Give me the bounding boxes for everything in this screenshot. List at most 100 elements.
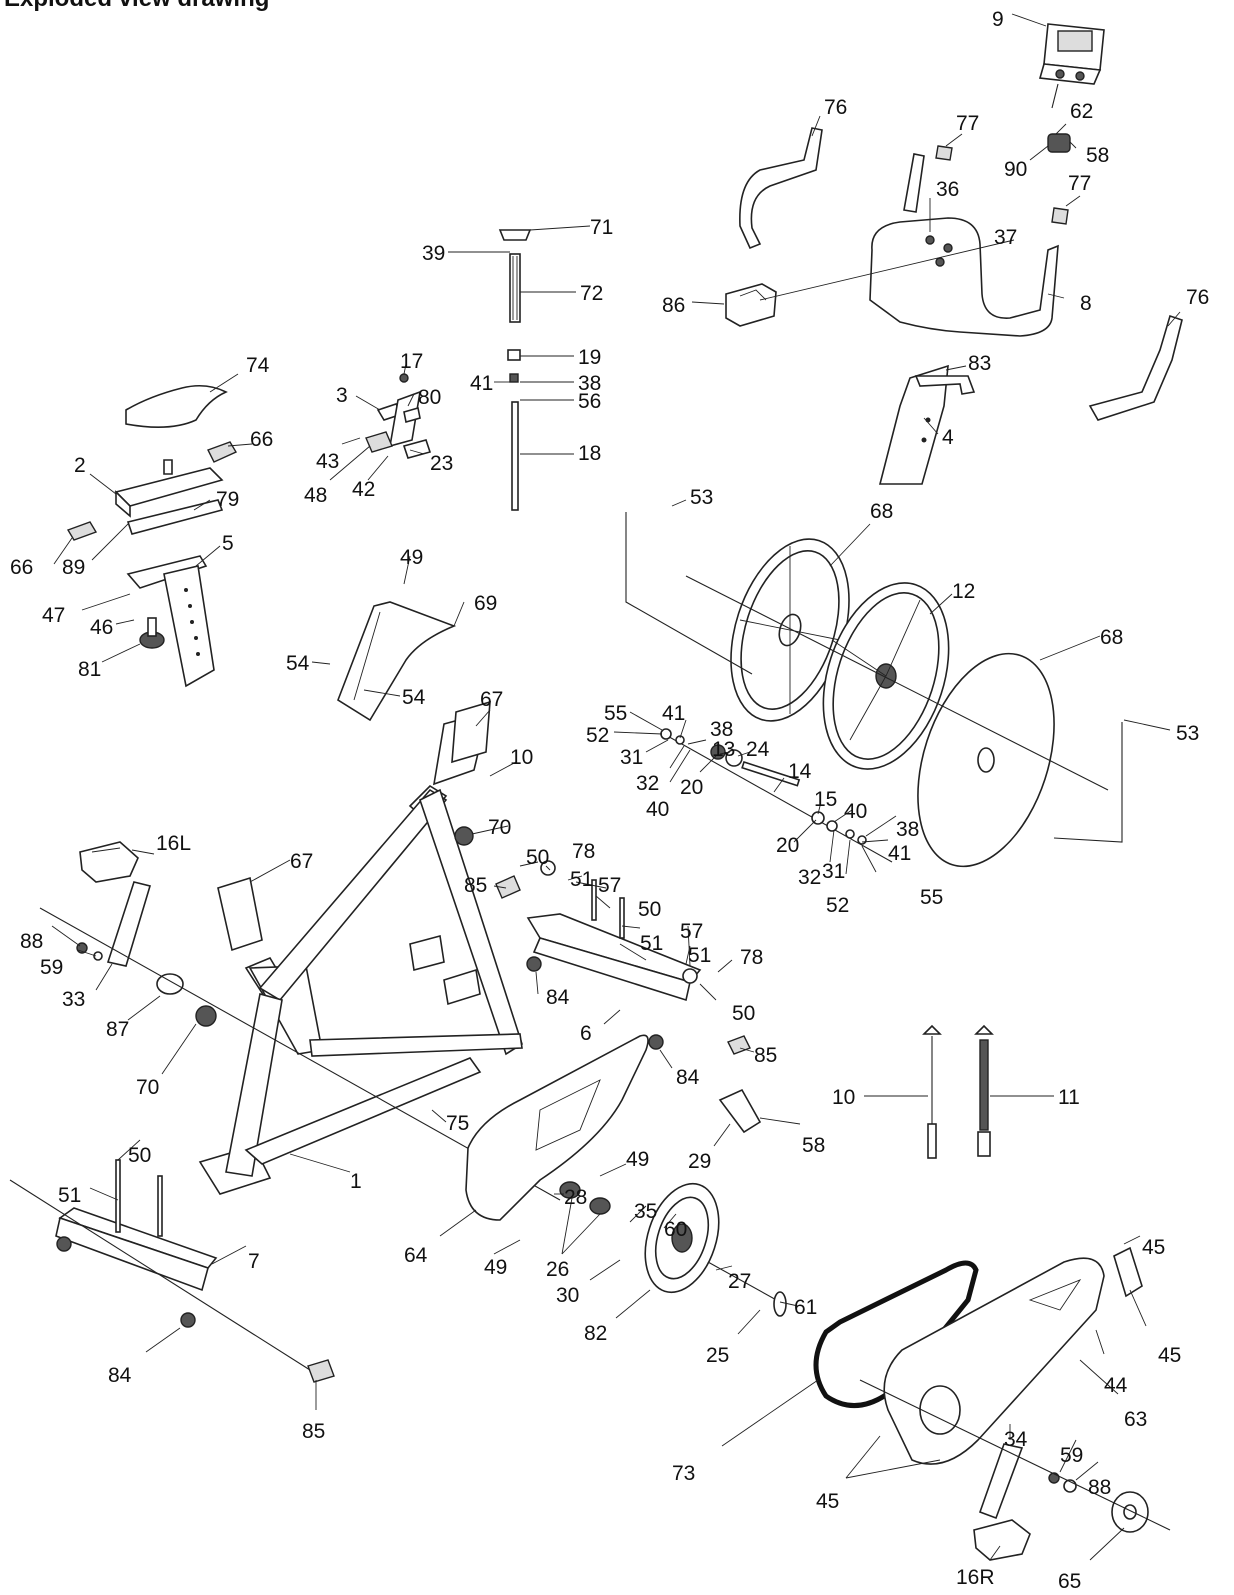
part-label-31: 31: [822, 860, 845, 883]
part-label-69: 69: [474, 592, 497, 615]
part-label-76: 76: [1186, 286, 1209, 309]
part-label-88: 88: [20, 930, 43, 953]
part-label-23: 23: [430, 452, 453, 475]
part-label-79: 79: [216, 488, 239, 511]
part-label-53: 53: [690, 486, 713, 509]
part-label-5: 5: [222, 532, 234, 555]
bearings-parts-26: [559, 1181, 611, 1215]
part-label-4: 4: [942, 426, 954, 449]
part-label-45: 45: [816, 1490, 839, 1513]
axle-parts-row: [660, 728, 893, 863]
part-label-63: 63: [1124, 1408, 1147, 1431]
part-label-35: 35: [634, 1200, 657, 1223]
part-label-40: 40: [646, 798, 669, 821]
part-label-77: 77: [956, 112, 979, 135]
diagram-title: Exploded view drawing: [4, 0, 269, 12]
part-label-50: 50: [732, 1002, 755, 1025]
part-label-38: 38: [578, 372, 601, 395]
part-label-3: 3: [336, 384, 348, 407]
part-label-40: 40: [844, 800, 867, 823]
part-label-11: 11: [1058, 1086, 1080, 1109]
part-label-89: 89: [62, 556, 85, 579]
part-label-20: 20: [680, 776, 703, 799]
part-label-34: 34: [1004, 1428, 1028, 1451]
sensor-part-90: [1047, 133, 1071, 153]
flywheel-disc-part-68-back: [917, 652, 1055, 868]
part-label-53: 53: [1176, 722, 1199, 745]
part-label-17: 17: [400, 350, 423, 373]
part-label-27: 27: [728, 1270, 751, 1293]
part-label-32: 32: [798, 866, 821, 889]
chain-guard-outer-part-63: [883, 1246, 1143, 1465]
part-label-14: 14: [788, 760, 812, 783]
part-label-67: 67: [290, 850, 313, 873]
part-label-31: 31: [620, 746, 643, 769]
part-label-87: 87: [106, 1018, 129, 1041]
part-label-49: 49: [400, 546, 423, 569]
part-label-88: 88: [1088, 1476, 1111, 1499]
seat-post-part-5: [126, 555, 215, 688]
part-label-24: 24: [746, 738, 770, 761]
part-label-51: 51: [688, 944, 711, 967]
part-label-46: 46: [90, 616, 113, 639]
washer-part-65: [1111, 1491, 1149, 1533]
saddle-part-74: [125, 384, 228, 475]
part-label-51: 51: [58, 1184, 81, 1207]
part-label-76: 76: [824, 96, 847, 119]
part-label-70: 70: [136, 1076, 159, 1099]
part-label-18: 18: [578, 442, 601, 465]
part-label-51: 51: [570, 868, 593, 891]
part-label-10: 10: [510, 746, 533, 769]
part-label-33: 33: [62, 988, 85, 1011]
part-label-68: 68: [870, 500, 893, 523]
part-label-10: 10: [832, 1086, 855, 1109]
part-label-75: 75: [446, 1112, 469, 1135]
chain-guard-inner-part-64: [465, 1034, 649, 1221]
part-label-85: 85: [754, 1044, 777, 1067]
part-label-58: 58: [802, 1134, 825, 1157]
part-label-39: 39: [422, 242, 445, 265]
part-label-32: 32: [636, 772, 659, 795]
part-label-1: 1: [350, 1170, 362, 1193]
part-label-43: 43: [316, 450, 339, 473]
frame-cover-part-69: [337, 601, 457, 722]
part-label-81: 81: [78, 658, 101, 681]
part-number-labels: 9 76 77 62 58 90 36 77 37 71 39 72 86 8 …: [10, 8, 1209, 1593]
part-label-74: 74: [246, 354, 270, 377]
bracket-part-29: [718, 1088, 762, 1134]
bearing-part-87: [156, 973, 184, 995]
part-label-37: 37: [994, 226, 1017, 249]
crank-right-part-34: [978, 1443, 1024, 1520]
part-label-15: 15: [814, 788, 837, 811]
part-label-49: 49: [484, 1256, 507, 1279]
adjuster-parts-3-17-80-23: [365, 373, 432, 459]
part-label-45: 45: [1158, 1344, 1181, 1367]
part-label-58: 58: [1086, 144, 1109, 167]
part-label-28: 28: [564, 1186, 587, 1209]
part-label-41: 41: [470, 372, 493, 395]
part-label-26: 26: [546, 1258, 569, 1281]
drive-pulley-part-60: [644, 1182, 720, 1294]
part-label-8: 8: [1080, 292, 1092, 315]
part-label-20: 20: [776, 834, 799, 857]
part-label-41: 41: [662, 702, 685, 725]
part-label-47: 47: [42, 604, 65, 627]
part-label-38: 38: [710, 718, 733, 741]
part-label-30: 30: [556, 1284, 579, 1307]
part-label-41: 41: [888, 842, 911, 865]
part-label-50: 50: [526, 846, 549, 869]
knob-part-70: [195, 826, 474, 1027]
front-stabilizer-part-7: [55, 1159, 335, 1383]
part-label-57: 57: [680, 920, 703, 943]
part-label-64: 64: [404, 1244, 428, 1267]
rear-stabilizer-part-6: [495, 860, 751, 1055]
front-axis-line: [9, 1179, 311, 1371]
part-label-78: 78: [572, 840, 595, 863]
part-label-25: 25: [706, 1344, 729, 1367]
part-label-77: 77: [1068, 172, 1091, 195]
part-label-68: 68: [1100, 626, 1123, 649]
part-label-90: 90: [1004, 158, 1027, 181]
belt-part-73: [813, 1260, 979, 1409]
console-part-9: [1038, 23, 1105, 109]
